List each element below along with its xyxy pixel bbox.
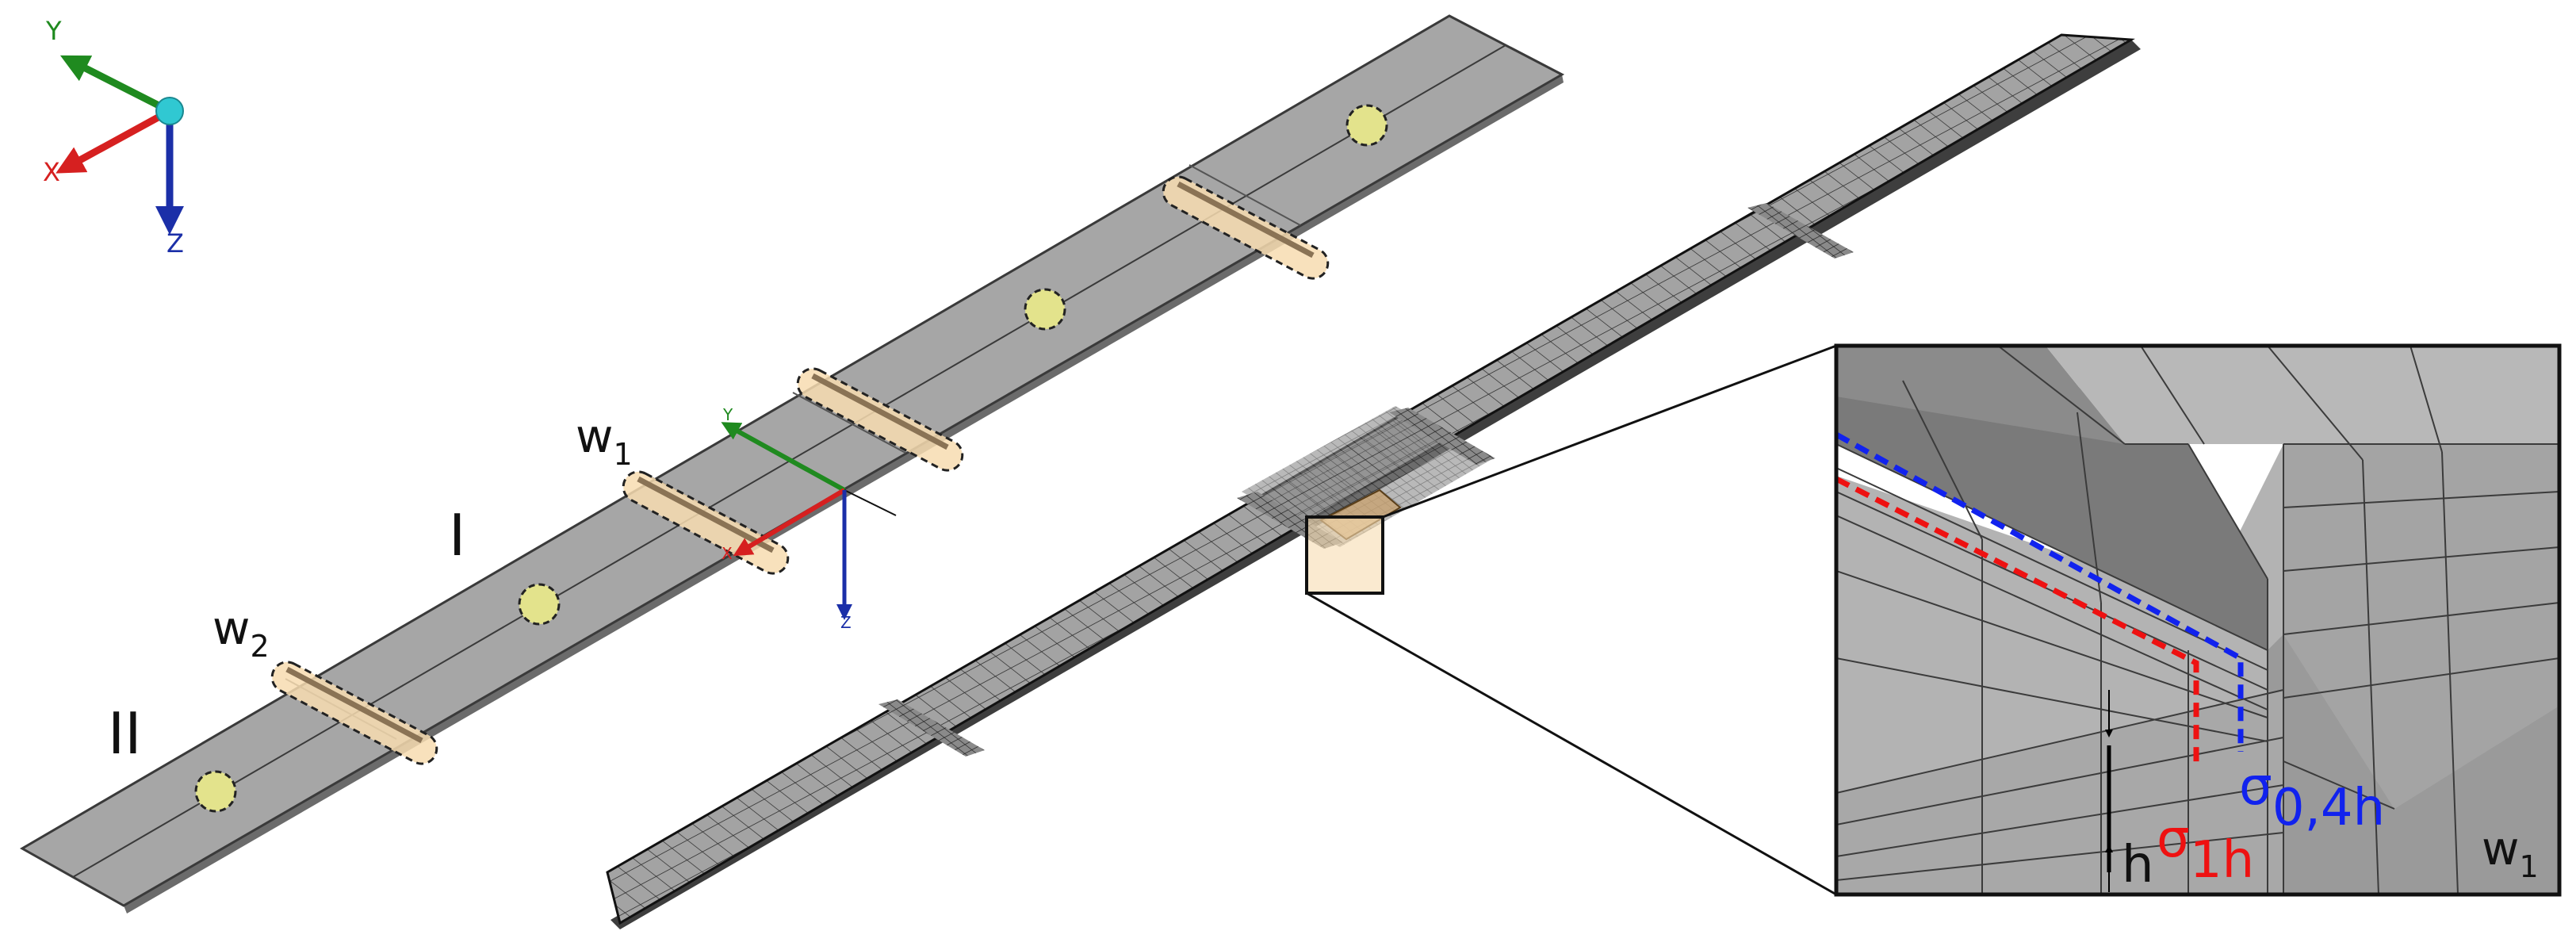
z-axis-label: Z: [167, 228, 184, 259]
y-axis-arrow: [59, 55, 172, 115]
zoom-connector-top: [1382, 344, 1837, 519]
measuring-spot: [1345, 104, 1388, 147]
sigma-1h-label: σ1h: [2157, 808, 2254, 890]
local-axis-triad: Y X Z: [721, 405, 897, 632]
y-axis-label: Y: [45, 16, 62, 46]
local-y-axis-arrow: [721, 422, 846, 492]
x-axis-label: X: [43, 157, 60, 187]
local-y-label: Y: [722, 405, 733, 424]
origin-sphere: [155, 97, 184, 125]
weld-label-w1: w1: [576, 409, 633, 472]
sigma-04h-label: σ0,4h: [2239, 756, 2385, 837]
weld-label-w2: w2: [212, 601, 270, 664]
measuring-spot: [194, 770, 237, 813]
sigma-04h-path: [1836, 431, 2244, 752]
local-x-label: X: [722, 544, 733, 563]
weld-band-2: [796, 367, 964, 472]
mesh-refinement: [1747, 203, 1854, 259]
zoom-source-box: [1305, 515, 1384, 595]
weld-band-w2: [270, 661, 438, 765]
thickness-label: h: [2122, 836, 2154, 894]
x-axis-arrow: [56, 108, 172, 174]
detail-weld-label: w1: [2482, 822, 2539, 884]
region-label-ii: II: [108, 700, 141, 767]
fe-mesh-model: [606, 33, 2141, 929]
mesh-weld-zone: [1242, 406, 1491, 547]
detail-view: h σ1h σ0,4h w1: [1834, 343, 2562, 897]
sigma-1h-path: [1836, 476, 2199, 769]
measuring-spot: [518, 583, 561, 626]
measuring-spot: [1024, 288, 1066, 331]
local-z-label: Z: [840, 613, 852, 632]
weld-band-1: [1162, 175, 1330, 280]
detail-frame: [1834, 343, 2562, 897]
region-label-i: I: [449, 502, 465, 569]
detail-weld-face: [1836, 346, 2268, 650]
mesh-refinement: [878, 699, 985, 757]
local-x-axis-arrow: [733, 488, 846, 557]
zoom-connector-bottom: [1306, 592, 1837, 896]
global-axis-triad: Y X Z: [43, 16, 184, 259]
